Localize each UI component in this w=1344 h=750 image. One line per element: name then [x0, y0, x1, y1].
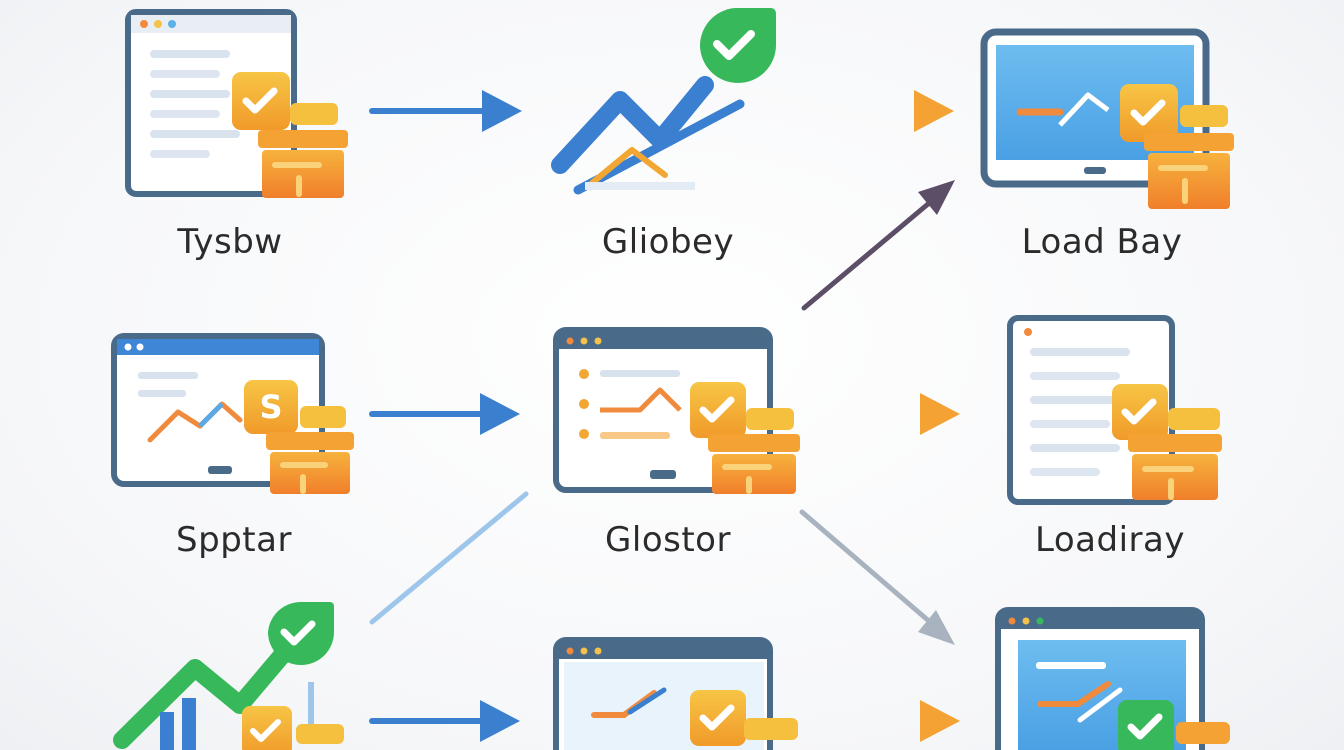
- dollar-badge-icon: S: [244, 380, 298, 434]
- node-label-loadbay: Load Bay: [1021, 222, 1183, 262]
- arrow-tysbw-to-gliobey: [369, 90, 522, 132]
- package-icon: [266, 406, 354, 494]
- arrow-glostor-to-loadiray: [819, 393, 960, 435]
- arrow-row3-center-to-right: [819, 700, 960, 742]
- node-label-glostor: Glostor: [605, 520, 731, 560]
- node-label-spptar: Spptar: [176, 520, 292, 560]
- node-row3-right-icon: [995, 607, 1230, 750]
- package-icon: [258, 103, 348, 198]
- node-tysbw-icon: [125, 9, 297, 197]
- check-badge-icon: [690, 382, 746, 438]
- node-label-tysbw: Tysbw: [177, 222, 283, 262]
- check-badge-icon: [690, 690, 746, 746]
- package-icon: [1128, 408, 1222, 500]
- package-icon: [1144, 105, 1234, 209]
- node-loadiray-icon: [1007, 315, 1175, 505]
- green-check-icon: [700, 8, 776, 83]
- check-badge-icon: [242, 706, 292, 750]
- green-check-icon: [268, 602, 334, 665]
- check-badge-icon: [1112, 384, 1168, 440]
- node-label-gliobey: Gliobey: [601, 222, 735, 262]
- package-icon: [708, 408, 800, 494]
- green-check-icon: [1118, 700, 1174, 750]
- svg-text:S: S: [259, 388, 282, 426]
- node-label-loadiray: Loadiray: [1035, 520, 1185, 560]
- arrow-glostor-to-row3: [799, 509, 955, 645]
- node-row3-left-icon: [113, 602, 344, 750]
- check-badge-icon: [1120, 84, 1178, 142]
- arrow-gliobey-to-loadbay: [801, 90, 954, 132]
- arrow-row3-left-to-center: [369, 700, 520, 742]
- arrow-row3-to-glostor: [369, 491, 529, 625]
- node-row3-center-icon: [553, 637, 798, 750]
- arrow-spptar-to-glostor: [369, 393, 520, 435]
- node-gliobey-icon: [551, 8, 776, 195]
- check-badge-icon: [232, 72, 290, 130]
- arrow-glostor-to-loadbay: [801, 180, 955, 311]
